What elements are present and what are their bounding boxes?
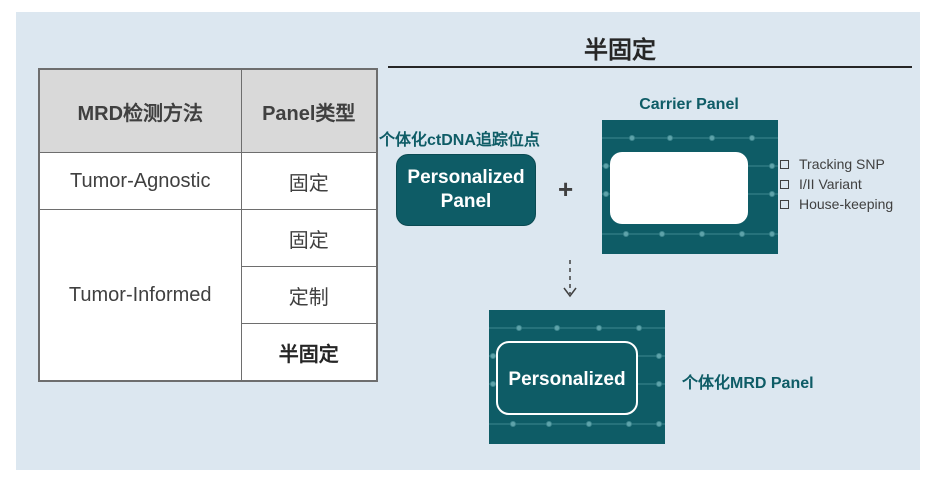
mrd-panel-inner-box	[496, 341, 638, 415]
table-row: Tumor-Informed 固定	[38, 209, 378, 382]
carrier-panel-graphic	[602, 120, 778, 254]
table-row: Tumor-Agnostic 固定	[38, 152, 378, 210]
checkbox-square-icon	[780, 159, 789, 169]
method-tumor-agnostic: Tumor-Agnostic	[38, 152, 242, 210]
mrd-panel-box-label: Personalized	[508, 369, 625, 390]
checkbox-square-icon	[780, 179, 789, 189]
carrier-panel-title: Carrier Panel	[639, 96, 739, 113]
diagram-title: 半固定	[584, 37, 656, 64]
personalized-mrd-panel-label: 个体化MRD Panel	[682, 375, 814, 392]
tracking-sites-label: 个体化ctDNA追踪位点	[379, 132, 540, 149]
plus-sign: +	[558, 174, 574, 204]
panel-type-fixed: 固定	[240, 209, 378, 267]
table-header-row: MRD检测方法 Panel类型	[38, 68, 378, 153]
table-row: 半固定	[39, 323, 378, 382]
down-arrow-icon	[563, 260, 577, 298]
checkbox-square-icon	[780, 199, 789, 209]
legend-item-variant: I/II Variant	[780, 176, 862, 192]
mrd-method-table: MRD检测方法 Panel类型 Tumor-Agnostic 固定 Tumor-…	[38, 68, 378, 382]
mrd-panel-graphic: Personalized	[489, 310, 665, 444]
personalized-panel-box: Personalized Panel	[396, 154, 536, 226]
legend-item-tracking-snp: Tracking SNP	[780, 156, 885, 172]
header-method: MRD检测方法	[38, 68, 242, 153]
panel-type-semi-fixed: 半固定	[240, 323, 378, 382]
table-row: 定制	[39, 266, 378, 324]
title-divider	[388, 66, 912, 68]
header-panel-type: Panel类型	[240, 68, 378, 153]
panel-type-custom: 定制	[240, 266, 378, 324]
personalized-panel-label: Personalized Panel	[407, 167, 525, 212]
method-tumor-informed: Tumor-Informed	[38, 209, 242, 382]
legend-item-house-keeping: House-keeping	[780, 196, 893, 212]
panel-type-fixed: 固定	[240, 152, 378, 210]
carrier-panel-slot	[610, 152, 748, 224]
